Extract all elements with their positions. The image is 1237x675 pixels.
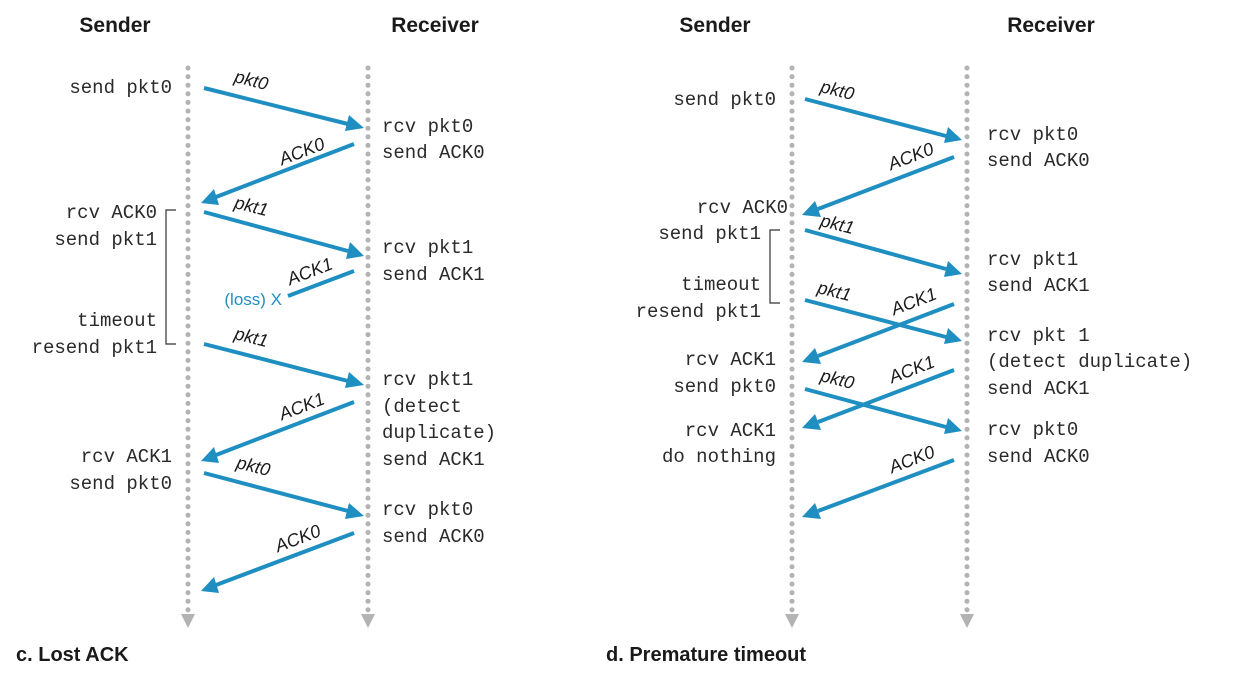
panel-d-sender-event: send pkt0	[673, 376, 776, 398]
panel-c-sender-event: timeout	[77, 310, 157, 332]
panel-d-message-label: ACK0	[885, 442, 937, 478]
panel-c-receiver-event: rcv pkt0	[382, 499, 473, 521]
panel-d-message-label: ACK0	[884, 139, 936, 175]
panel-c-arrowhead	[201, 447, 219, 463]
panel-d-sender-header: Sender	[679, 14, 750, 37]
panel-c-receiver-event: send ACK1	[382, 264, 485, 286]
panel-c-message-arrow	[203, 342, 349, 383]
panel-d-message-arrow	[804, 298, 947, 339]
panel-c-arrowhead	[346, 242, 364, 259]
panel-c-arrowhead	[201, 577, 219, 593]
panel-c-caption: c. Lost ACK	[16, 644, 129, 666]
panel-c-receiver-event: rcv pkt1	[382, 369, 473, 391]
panel-d-caption: d. Premature timeout	[606, 644, 806, 666]
panel-d-message-arrow	[804, 387, 947, 429]
panel-c-message-label: pkt0	[232, 66, 271, 94]
panel-d-message-arrow	[817, 302, 955, 358]
panel-c-receiver-event: send ACK0	[382, 526, 485, 548]
panel-c-sender-event: send pkt0	[69, 473, 172, 495]
panel-c-arrowhead	[201, 189, 219, 205]
panel-c-sender-event: send pkt0	[69, 77, 172, 99]
panel-d-receiver-event: rcv pkt1	[987, 249, 1078, 271]
panel-d-sender-event: send pkt0	[673, 89, 776, 111]
panel-c-message-label: ACK1	[275, 389, 327, 425]
panel-d-sender-event: rcv ACK0	[697, 197, 788, 219]
panel-d-receiver-event: rcv pkt 1	[987, 325, 1090, 347]
panel-d-premature-timeout: Sender Receiver send pkt0 rcv ACK0 send …	[606, 14, 1192, 666]
panel-d-arrowhead	[802, 201, 821, 217]
panel-d-message-label: pkt1	[815, 277, 854, 305]
panel-c-receiver-event: rcv pkt0	[382, 116, 473, 138]
panel-c-receiver-event: duplicate)	[382, 422, 496, 444]
panel-c-receiver-event: rcv pkt1	[382, 237, 473, 259]
panel-d-receiver-event: send ACK0	[987, 446, 1090, 468]
panel-c-message-arrow	[203, 471, 349, 513]
panel-d-message-arrow	[817, 155, 955, 211]
panel-c-message-label: ACK0	[271, 521, 323, 557]
panel-c-message-arrow	[215, 142, 355, 199]
panel-c-receiver-event: (detect	[382, 396, 462, 418]
panel-d-sender-event: rcv ACK1	[685, 349, 776, 371]
panel-d-message-arrow	[804, 228, 947, 271]
panel-d-sender-event: resend pkt1	[636, 301, 761, 323]
panel-d-timer-bracket	[769, 229, 780, 304]
panel-d-arrowhead	[944, 328, 962, 344]
panel-c-sender-event: rcv ACK0	[66, 202, 157, 224]
panel-d-message-arrow	[804, 97, 947, 138]
panel-d-message-label: pkt0	[818, 365, 857, 393]
panel-d-receiver-event: send ACK1	[987, 275, 1090, 297]
panel-d-arrowhead	[802, 503, 821, 519]
panel-d-sender-event: send pkt1	[658, 223, 761, 245]
panel-d-arrowhead	[944, 418, 962, 434]
panel-d-receiver-event: (detect duplicate)	[987, 351, 1192, 373]
panel-d-sender-event: timeout	[681, 274, 761, 296]
panel-c-arrowhead	[345, 503, 364, 519]
panel-d-arrowhead	[802, 414, 821, 430]
panel-c-message-label: pkt1	[232, 323, 271, 351]
panel-d-message-arrow	[817, 368, 955, 424]
panel-c-receiver-event: send ACK1	[382, 449, 485, 471]
panel-d-receiver-event: send ACK0	[987, 150, 1090, 172]
panel-c-sender-header: Sender	[79, 14, 150, 37]
panel-c-sender-event: resend pkt1	[32, 337, 157, 359]
panel-d-message-label: pkt0	[818, 76, 857, 104]
panel-d-arrowhead	[944, 261, 962, 277]
panel-c-message-arrow	[203, 86, 349, 126]
panel-c-receiver-event: send ACK0	[382, 142, 485, 164]
panel-d-message-label: ACK1	[885, 352, 937, 388]
panel-c-lost-ack: Sender Receiver send pkt0 rcv ACK0 send …	[16, 14, 496, 666]
panel-d-message-arrow	[817, 458, 955, 513]
panel-c-timer-bracket	[165, 209, 176, 345]
panel-d-sender-event: rcv ACK1	[685, 420, 776, 442]
panel-d-arrowhead	[802, 348, 821, 364]
panel-d-receiver-event: rcv pkt0	[987, 124, 1078, 146]
panel-d-arrowhead	[944, 127, 962, 143]
panel-c-receiver-timeline-arrowhead	[361, 614, 375, 628]
panel-c-message-arrow	[203, 210, 349, 253]
panel-d-sender-timeline-arrowhead	[785, 614, 799, 628]
panel-c-sender-timeline-arrowhead	[181, 614, 195, 628]
panel-c-sender-event: rcv ACK1	[81, 446, 172, 468]
panel-c-receiver-header: Receiver	[391, 14, 479, 37]
panel-c-message-label: pkt1	[232, 192, 271, 220]
panel-c-message-label: ACK1	[283, 254, 335, 290]
panel-c-message-label: pkt0	[234, 452, 273, 480]
panel-d-receiver-timeline-arrowhead	[960, 614, 974, 628]
panel-d-receiver-event: send ACK1	[987, 378, 1090, 400]
panel-c-arrowhead	[345, 115, 364, 131]
panel-c-sender-event: send pkt1	[54, 229, 157, 251]
panel-d-sender-event: do nothing	[662, 446, 776, 468]
panel-c-message-arrow	[215, 531, 355, 587]
panel-c-message-arrow	[215, 400, 355, 457]
panel-d-receiver-event: rcv pkt0	[987, 419, 1078, 441]
panel-c-message-arrow	[287, 269, 355, 298]
panel-c-loss-label: (loss) X	[224, 290, 282, 309]
panel-d-receiver-header: Receiver	[1007, 14, 1095, 37]
panel-c-arrowhead	[345, 372, 364, 388]
